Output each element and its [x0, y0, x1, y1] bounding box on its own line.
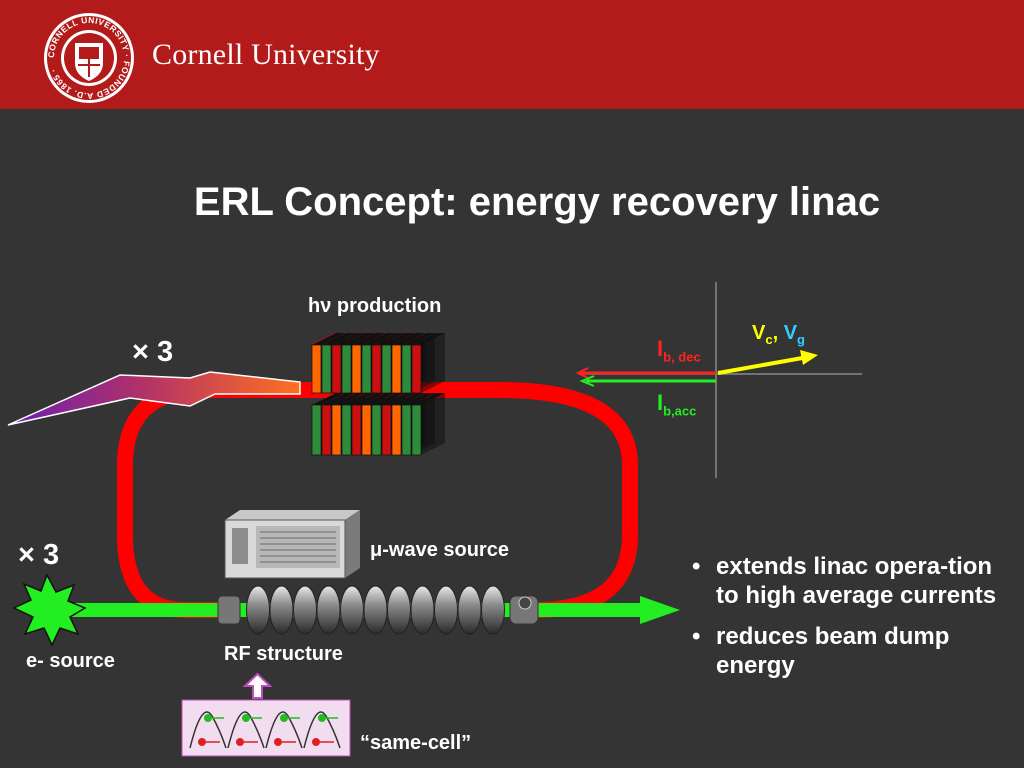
rf-structure-label: RF structure	[224, 643, 343, 665]
undulator-magnets-top	[311, 333, 445, 394]
cavity-cell	[363, 585, 388, 635]
e-source-label: e- source	[26, 650, 115, 672]
brand-name: Cornell University	[152, 38, 380, 71]
undulator-magnet	[391, 404, 402, 456]
cavity-cell	[457, 585, 482, 635]
photon-beam-bolt	[7, 371, 301, 426]
undulator-magnet	[351, 344, 362, 394]
slide-title: ERL Concept: energy recovery linac	[193, 180, 881, 224]
undulator-magnet	[371, 344, 382, 394]
cavity-cell	[293, 585, 317, 635]
red-bunch-dot	[198, 738, 206, 746]
ib-acc-label: Ib,acc	[657, 390, 697, 419]
red-bunch-dot	[236, 738, 244, 746]
green-bunch-dot	[242, 714, 250, 722]
phasor-diagram	[575, 282, 862, 478]
rf-cavity	[217, 585, 539, 635]
undulator-magnet	[391, 344, 402, 394]
cavity-cell	[410, 585, 435, 635]
same-cell-inset	[181, 672, 351, 757]
red-bunch-dot	[312, 738, 320, 746]
undulator-magnet	[351, 404, 362, 456]
green-bunch-dot	[280, 714, 288, 722]
cornell-seal-logo: CORNELL UNIVERSITY · FOUNDED A.D. 1865 ·	[44, 13, 134, 103]
rf-wave	[303, 711, 341, 749]
cavity-cell	[434, 585, 458, 635]
undulator-magnet	[381, 344, 392, 394]
cavity-cell	[387, 585, 411, 635]
microwave-source-box	[224, 510, 360, 579]
undulator-magnet	[321, 404, 332, 456]
undulator-magnet	[401, 404, 412, 456]
undulator-magnet	[361, 404, 372, 456]
cavity-cell	[246, 585, 270, 635]
bullet-text: extends linac opera-tion to high average…	[716, 553, 997, 609]
times-three-bottom: × 3	[18, 539, 60, 571]
header-bar: CORNELL UNIVERSITY · FOUNDED A.D. 1865 ·…	[0, 0, 1024, 109]
undulator-magnet	[341, 404, 352, 456]
recirculation-loop	[117, 382, 638, 618]
green-bunch-dot	[318, 714, 326, 722]
same-cell-label: “same-cell”	[360, 732, 472, 754]
beam-dump-arrow	[640, 596, 680, 624]
microwave-source-label: μ-wave source	[370, 539, 509, 561]
hv-production-label: hν production	[308, 295, 442, 317]
red-bunch-dot	[274, 738, 282, 746]
bullet-mark: •	[692, 553, 701, 580]
undulator-magnet	[401, 344, 412, 394]
undulator-magnet	[311, 404, 322, 456]
ib-dec-label: Ib, dec	[657, 336, 701, 365]
cavity-cell	[269, 585, 294, 635]
cavity-cell	[481, 585, 505, 635]
undulator-magnet	[321, 344, 332, 394]
rf-wave	[265, 711, 303, 749]
undulator-magnet	[411, 344, 422, 394]
bullet-list: • extends linac opera-tion to high avera…	[692, 552, 1012, 692]
vc-vg-label: Vc, Vg	[752, 322, 805, 347]
cavity-cell	[316, 585, 341, 635]
rf-wave	[189, 711, 227, 749]
green-bunch-dot	[204, 714, 212, 722]
undulator-magnet	[371, 404, 382, 456]
cavity-cell	[340, 585, 364, 635]
bullet-text: reduces beam dump energy	[716, 623, 950, 679]
times-three-top: × 3	[132, 336, 174, 368]
undulator-magnet	[381, 404, 392, 456]
undulator-magnet	[411, 404, 422, 456]
undulator-magnet	[361, 344, 372, 394]
bullet-item: • extends linac opera-tion to high avera…	[692, 552, 1012, 610]
undulator-magnets-bottom	[311, 393, 445, 456]
bullet-mark: •	[692, 623, 701, 650]
rf-wave	[227, 711, 265, 749]
undulator-magnet	[311, 344, 322, 394]
electron-source-star	[12, 573, 87, 647]
undulator-magnet	[331, 344, 342, 394]
undulator-magnet	[341, 344, 352, 394]
undulator-magnet	[331, 404, 342, 456]
bullet-item: • reduces beam dump energy	[692, 622, 1012, 680]
